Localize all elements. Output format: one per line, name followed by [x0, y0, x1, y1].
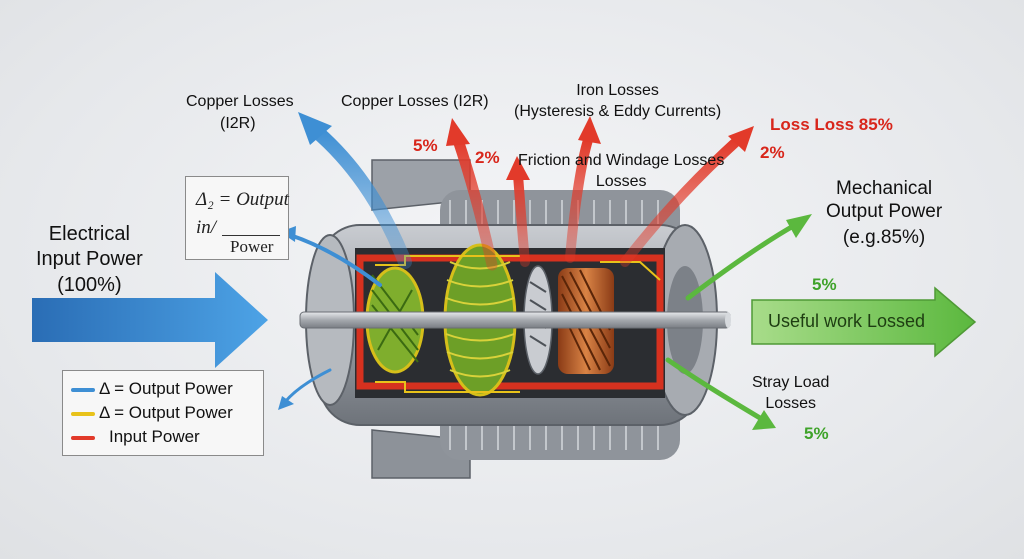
- friction-loss-percent: 2%: [760, 143, 785, 162]
- electrical-input-label: Electrical Input Power (100%): [36, 223, 143, 296]
- iron-losses-label: Iron Losses (Hysteresis & Eddy Currents): [514, 82, 722, 120]
- copper-loss-percent: 5%: [413, 136, 438, 155]
- mechanical-output-label: Mechanical Output Power (e.g.85%): [826, 178, 943, 248]
- legend-swatch-blue: [71, 387, 95, 392]
- formula-line-1: Δ₂ = Output: [196, 189, 289, 210]
- red-loss-arrow-4: [620, 126, 754, 267]
- legend-item: Δ = Output Power: [71, 403, 233, 425]
- red-loss-arrow-3: [565, 116, 601, 263]
- useful-work-arrow: [751, 286, 977, 358]
- useful-work-label: Useful work Lossed: [768, 311, 926, 331]
- formula-fraction-bar: [222, 235, 280, 236]
- legend-item: Input Power: [71, 427, 200, 449]
- loss-total-label: Loss Loss 85%: [770, 115, 893, 134]
- green-output-arrow-up: [685, 214, 812, 301]
- electrical-input-arrow: [32, 272, 268, 368]
- legend-swatch-red: [71, 435, 95, 440]
- copper-losses-left-label: Copper Losses (I2R): [186, 93, 294, 132]
- formula-line-3: Power: [230, 237, 274, 256]
- stray-load-percent: 5%: [804, 424, 829, 443]
- formula-line-2: in/: [196, 217, 217, 238]
- stray-blue-arrow: [278, 368, 332, 410]
- copper-loss-arrow: [298, 112, 412, 269]
- stray-load-arrow: [665, 357, 776, 430]
- legend-swatch-yellow: [71, 411, 95, 416]
- legend-box: Δ = Output Power Δ = Output Power Input …: [62, 370, 264, 456]
- green-top-percent: 5%: [812, 275, 837, 294]
- copper-losses-top-label: Copper Losses (I2R): [341, 93, 489, 110]
- red-loss-arrow-1: [446, 118, 498, 271]
- stray-load-label: Stray Load Losses: [752, 374, 830, 412]
- efficiency-formula-box: Δ₂ = Output in/ Power: [185, 176, 289, 260]
- electric-motor-cutaway-icon: [299, 159, 731, 479]
- legend-item: Δ = Output Power: [71, 379, 233, 401]
- iron-loss-percent: 2%: [475, 148, 500, 167]
- red-loss-arrow-2: [506, 156, 530, 267]
- friction-windage-label: Friction and Windage Losses Losses: [518, 152, 725, 190]
